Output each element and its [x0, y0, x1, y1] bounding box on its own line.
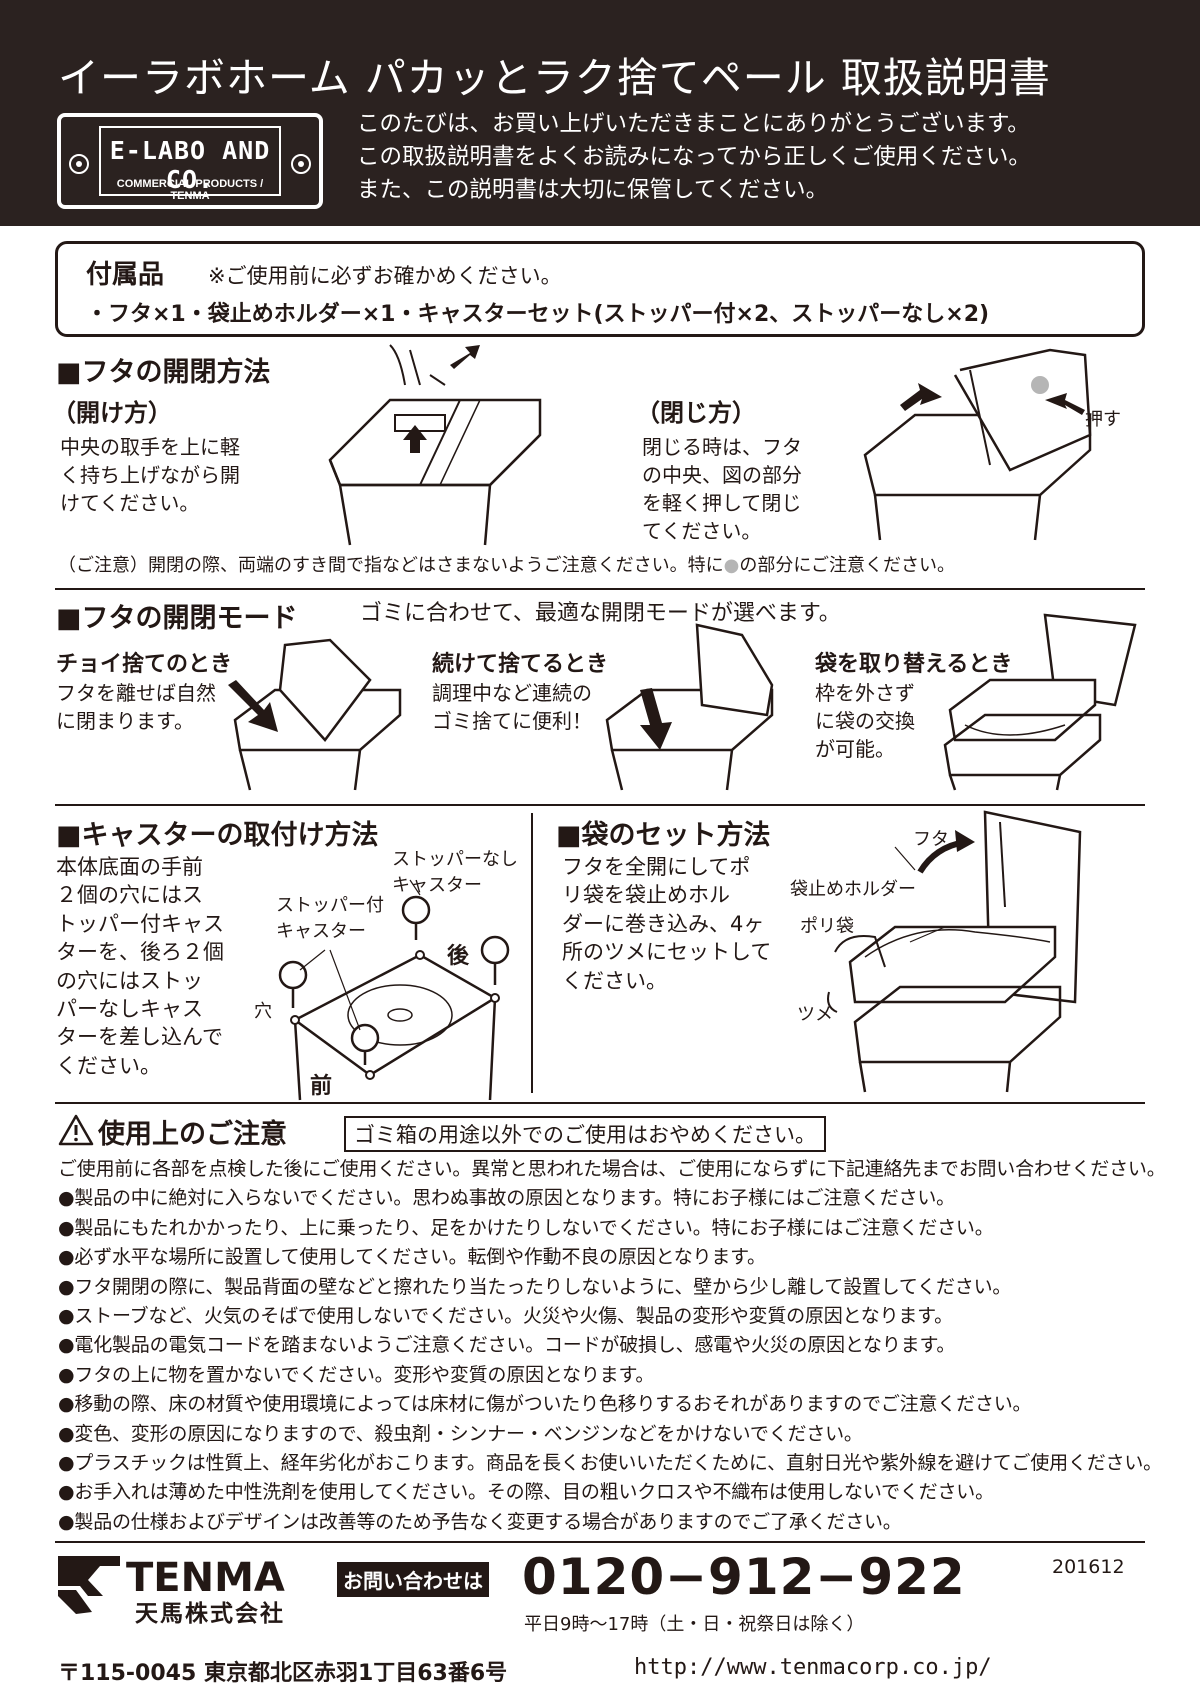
bag-label: ポリ袋 [800, 916, 854, 937]
intro-text: このたびは、お買い上げいただきまことにありがとうございます。 この取扱説明書をよ… [357, 111, 1031, 203]
header-banner: イーラボホーム パカッとラク捨てペール 取扱説明書 E-LABO AND CO.… [0, 0, 1200, 226]
caution-item: フタ開閉の際に、製品背面の壁などと擦れたり当たったりしないように、壁から少し離し… [58, 1273, 1166, 1302]
mode-title: 続けて捨てるとき [432, 652, 609, 677]
open-instructions: 中央の取手を上に軽 く持ち上げながら開 けてください。 [60, 435, 240, 515]
bag-heading: ■袋のセット方法 [556, 820, 771, 851]
back-label: 後 [447, 944, 470, 969]
document-title: イーラボホーム パカッとラク捨てペール 取扱説明書 [58, 54, 1051, 102]
caution-item: 必ず水平な場所に設置して使用してください。転倒や作動不良の原因となります。 [58, 1243, 1166, 1272]
warning-icon [58, 1114, 94, 1146]
mode-text: フタを離せば自然 に閉まります。 [56, 681, 216, 733]
usage-boxed-note: ゴミ箱の用途以外でのご使用はおやめください。 [344, 1116, 826, 1152]
no-stopper-label: キャスター [392, 875, 482, 896]
accessories-items: ・フタ×1・袋止めホルダー×1・キャスターセット(ストッパー付×2、ストッパーな… [86, 302, 990, 327]
company-name: 天馬株式会社 [135, 1601, 285, 1627]
usage-cautions: ご使用前に各部を点検した後にご使用ください。異常と思われた場合は、ご使用にならず… [58, 1155, 1166, 1537]
holder-label: 袋止めホルダー [790, 879, 916, 900]
front-label: 前 [310, 1074, 333, 1099]
brand-text: TENMA [126, 1555, 285, 1601]
mode-text: 調理中など連続の ゴミ捨てに便利！ [432, 681, 592, 733]
mode-title: 袋を取り替えるとき [815, 652, 1013, 677]
caution-dot-icon: ● [723, 555, 740, 576]
logo-sub-text: COMMERCIAL PRODUCTS / TENMA [116, 178, 264, 202]
caster-heading: ■キャスターの取付け方法 [56, 820, 379, 851]
hole-label: 穴 [254, 1001, 272, 1022]
caution-item: 製品の中に絶対に入らないでください。思わぬ事故の原因となります。特にお子様にはご… [58, 1184, 1166, 1213]
quick-dump-illustration [228, 638, 402, 791]
bolt-icon [69, 154, 89, 174]
lid-modes-heading: ■フタの開閉モード [56, 603, 298, 634]
business-hours: 平日9時〜17時（土・日・祝祭日は除く） [524, 1614, 865, 1635]
no-stopper-label: ストッパーなし [392, 849, 518, 870]
usage-intro: ご使用前に各部を点検した後にご使用ください。異常と思われた場合は、ご使用にならず… [58, 1158, 1166, 1180]
mode-title: チョイ捨てのとき [56, 652, 233, 677]
caution-item: 変色、変形の原因になりますので、殺虫剤・シンナー・ベンジンなどをかけないでくださ… [58, 1420, 1166, 1449]
tab-label: ツメ [797, 1004, 833, 1025]
close-heading: （閉じ方） [636, 399, 756, 427]
usage-heading: 使用上のご注意 [98, 1119, 287, 1150]
lid-modes-subtitle: ゴミに合わせて、最適な開閉モードが選べます。 [360, 601, 841, 626]
caution-item: プラスチックは性質上、経年劣化がおこります。商品を長くお使いいただくために、直射… [58, 1449, 1166, 1478]
contact-label: お問い合わせは [337, 1562, 489, 1597]
caution-item: 移動の際、床の材質や使用環境によっては床材に傷がついたり色移りするおそれがありま… [58, 1390, 1166, 1419]
company-url-link[interactable]: http://www.tenmacorp.co.jp/ [634, 1655, 992, 1680]
bag-set-illustration [827, 810, 1082, 1093]
close-instructions: 閉じる時は、フタ の中央、図の部分 を軽く押して閉じ てください。 [642, 435, 802, 543]
company-address: 〒115-0045 東京都北区赤羽1丁目63番6号 [58, 1661, 508, 1686]
caution-item: 製品の仕様およびデザインは改善等のため予告なく変更する場合がありますのでご了承く… [58, 1508, 1166, 1537]
lid-label: フタ [913, 829, 949, 850]
caster-illustration [278, 879, 510, 1101]
caution-item: 電化製品の電気コードを踏まないようご注意ください。コードが破損し、感電や火災の原… [58, 1331, 1166, 1360]
tenma-logo: TENMA [58, 1555, 285, 1614]
pinch-warning: （ご注意）開閉の際、両端のすき間で指などはさまないようご注意ください。特に●の部… [58, 555, 955, 576]
lid-open-close-heading: ■フタの開閉方法 [56, 357, 271, 388]
close-lid-illustration [863, 348, 1092, 541]
accessories-heading: 付属品 [86, 260, 165, 290]
bolt-icon [291, 154, 311, 174]
push-label: 押す [1085, 409, 1121, 430]
phone-number[interactable]: 0120−912−922 [522, 1548, 966, 1606]
open-heading: （開け方） [52, 399, 172, 427]
accessories-box: 付属品 ※ご使用前に必ずお確かめください。 ・フタ×1・袋止めホルダー×1・キャ… [55, 241, 1145, 337]
bag-change-illustration [943, 613, 1137, 791]
caution-item: ストーブなど、火気のそばで使用しないでください。火災や火傷、製品の変形や変質の原… [58, 1302, 1166, 1331]
caution-item: 製品にもたれかかったり、上に乗ったり、足をかけたりしないでください。特にお子様に… [58, 1214, 1166, 1243]
caster-instructions: 本体底面の手前 ２個の穴にはス トッパー付キャス ターを、後ろ２個 の穴にはスト… [56, 855, 224, 1078]
caution-item: お手入れは薄めた中性洗剤を使用してください。その際、目の粗いクロスや不織布は使用… [58, 1478, 1166, 1507]
e-labo-logo: E-LABO AND CO. COMMERCIAL PRODUCTS / TEN… [57, 113, 323, 209]
bag-instructions: フタを全開にしてポ リ袋を袋止めホル ダーに巻き込み、4ヶ 所のツメにセットして… [562, 855, 772, 993]
mode-text: 枠を外さず に袋の交換 が可能。 [815, 681, 915, 761]
stopper-label: ストッパー付 [276, 895, 384, 916]
accessories-note: ※ご使用前に必ずお確かめください。 [208, 264, 562, 288]
stopper-label: キャスター [276, 921, 366, 942]
caution-item: フタの上に物を置かないでください。変形や変質の原因となります。 [58, 1361, 1166, 1390]
document-code: 201612 [1052, 1556, 1125, 1578]
logo-main-text: E-LABO AND CO. [109, 136, 271, 194]
continuous-dump-illustration [605, 623, 774, 791]
open-lid-illustration [328, 344, 542, 546]
